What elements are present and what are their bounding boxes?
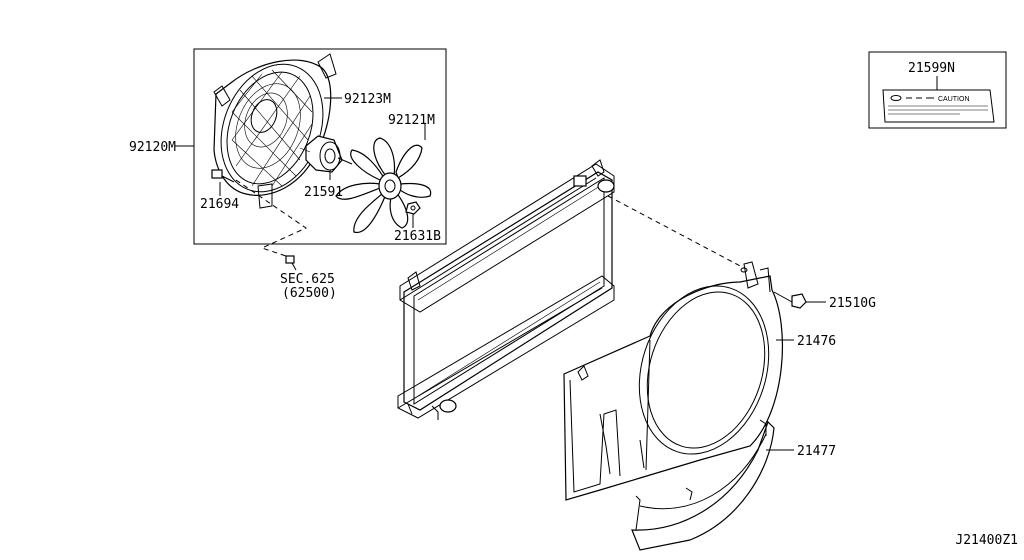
- fan-motor-drawing: [299, 135, 353, 173]
- fan-assembly-group: [175, 48, 447, 259]
- bolt-21510G-drawing: [773, 291, 807, 309]
- fan-blade-drawing: [335, 137, 432, 233]
- label-21591: 21591: [304, 185, 343, 200]
- label-21694: 21694: [200, 197, 239, 212]
- label-92120M: 92120M: [129, 140, 176, 155]
- lower-shroud-drawing: [631, 419, 775, 551]
- label-21476: 21476: [797, 334, 836, 349]
- upper-shroud-drawing: [563, 261, 784, 501]
- bolt-21694-drawing: [211, 169, 235, 183]
- label-21631B: 21631B: [394, 229, 441, 244]
- nut-21631B-drawing: [405, 201, 421, 215]
- caution-text: CAUTION: [938, 96, 970, 103]
- caution-label-group: [868, 51, 1007, 129]
- sec-ref-bolt: [285, 255, 297, 271]
- label-21477: 21477: [797, 444, 836, 459]
- caution-label-frame: [868, 51, 1007, 129]
- caution-label-plate: [882, 89, 995, 123]
- label-21510G: 21510G: [829, 296, 876, 311]
- label-92121M: 92121M: [388, 113, 435, 128]
- label-92123M: 92123M: [344, 92, 391, 107]
- fan-shroud-drawing: [213, 53, 337, 209]
- radiator-drawing: [397, 159, 615, 420]
- label-sec-625: SEC.625: [280, 272, 335, 287]
- diagram-code: J21400Z1: [955, 533, 1018, 548]
- label-21599N: 21599N: [908, 61, 955, 76]
- label-62500: (62500): [282, 286, 337, 301]
